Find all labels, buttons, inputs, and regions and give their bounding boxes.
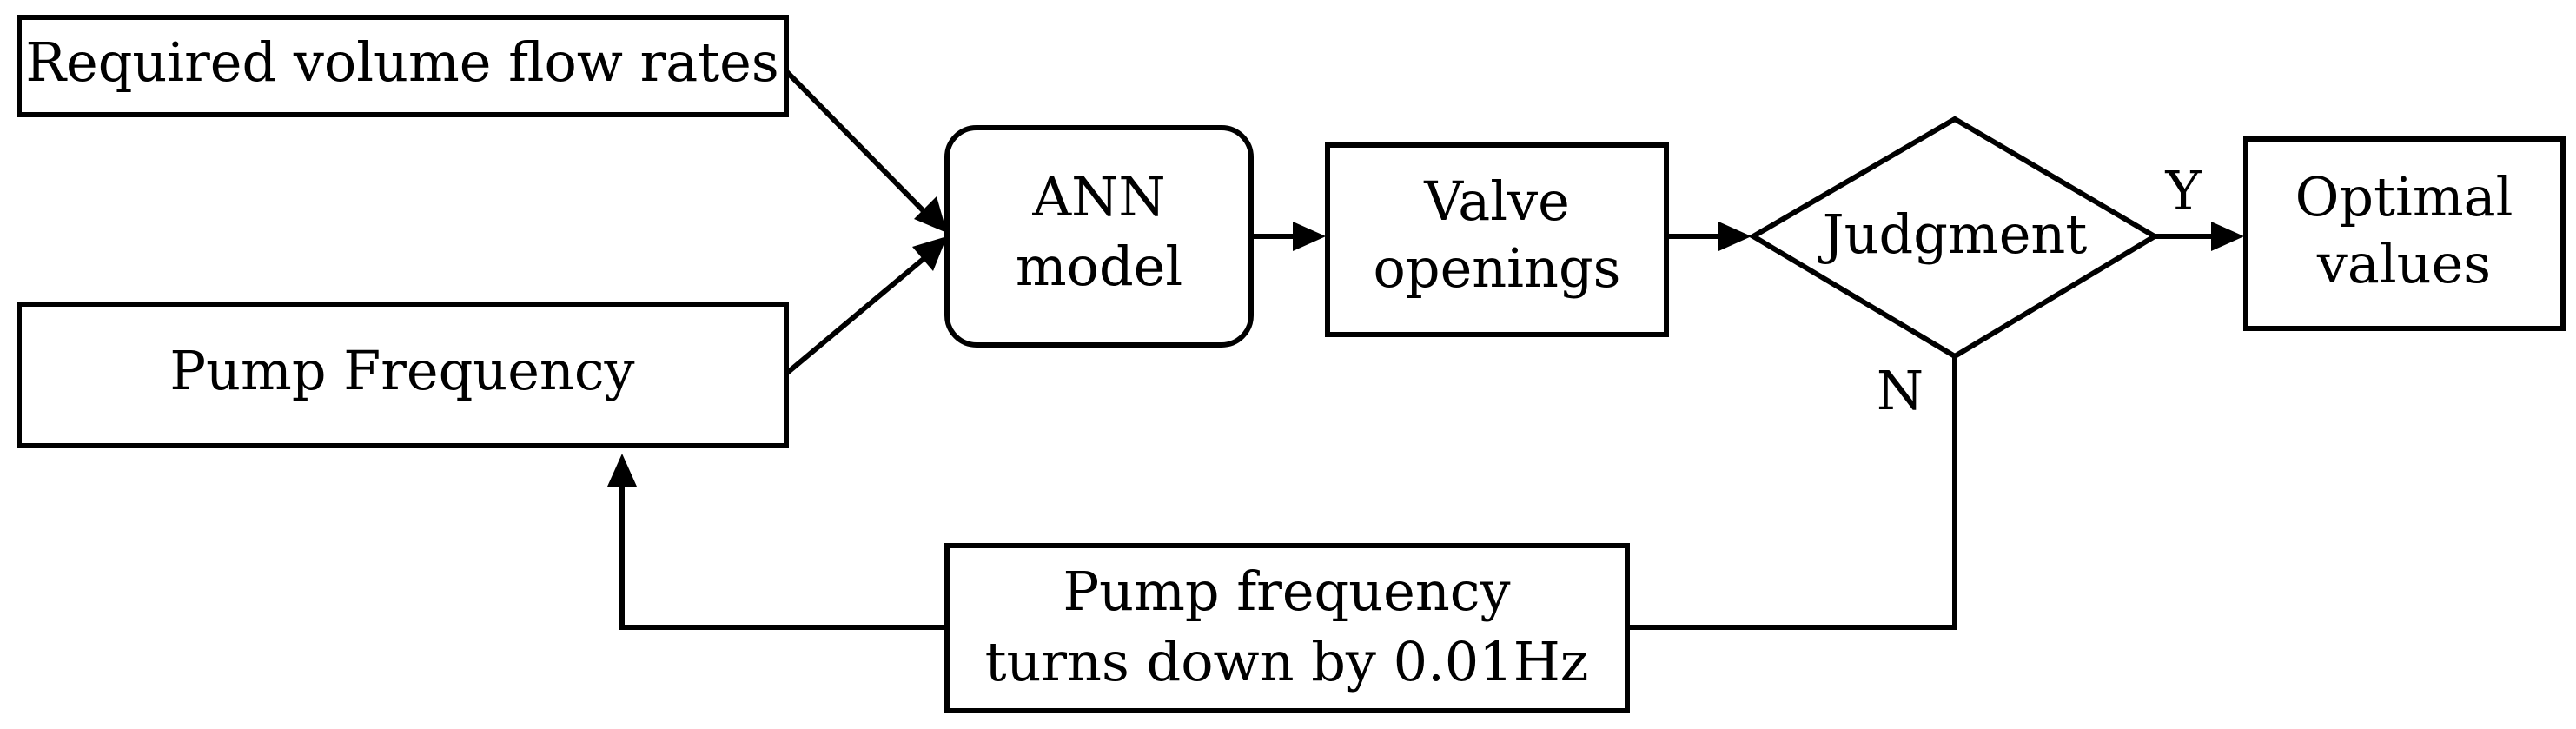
yes-branch-label: Y [2165,159,2202,222]
ann-model-line1: ANN [1031,165,1165,229]
required-flow-label: Required volume flow rates [25,30,778,94]
node-valve-openings: Valve openings [1325,142,1669,337]
arrowhead-ann-to-valve [1293,222,1326,251]
arrow-judgment-no-branch [1627,356,1957,630]
node-pump-frequency: Pump Frequency [17,302,789,448]
arrow-turn-down-to-pump-frequency [619,485,947,630]
node-optimal-values: Optimal values [2243,136,2566,331]
valve-openings-line2: openings [1374,236,1621,300]
arrowhead-turn-down-to-pump-frequency [607,454,637,487]
connectors [607,69,2244,630]
pump-turn-down-line1: Pump frequency [1063,560,1510,623]
pump-frequency-label: Pump Frequency [169,339,634,402]
node-required-flow: Required volume flow rates [17,15,789,117]
arrowhead-valve-to-judgment [1718,222,1752,251]
node-ann-model: ANN model [944,125,1254,348]
node-pump-turn-down: Pump frequency turns down by 0.01Hz [944,543,1630,713]
arrowhead-judgment-to-optimal [2211,222,2244,251]
arrow-required-flow-to-ann [784,69,932,220]
valve-openings-line1: Valve [1423,169,1570,233]
judgment-label: Judgment [1818,202,2088,266]
ann-model-line2: model [1016,235,1182,298]
arrowhead-required-flow-to-ann [914,196,947,233]
optimal-values-line2: values [2316,232,2491,295]
no-branch-label: N [1877,359,1924,422]
pump-turn-down-line2: turns down by 0.01Hz [985,630,1589,693]
arrowhead-pump-frequency-to-ann [912,236,947,271]
arrow-pump-frequency-to-ann [785,251,931,376]
node-judgment: Judgment [1748,116,2160,360]
optimal-values-line1: Optimal [2295,165,2513,229]
